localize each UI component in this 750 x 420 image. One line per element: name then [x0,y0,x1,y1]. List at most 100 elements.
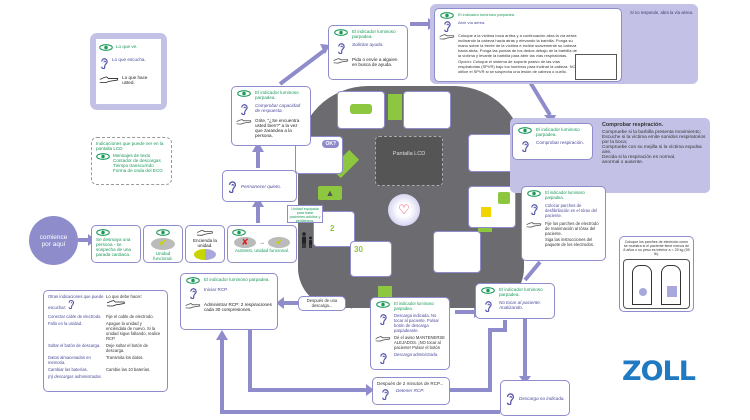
adult-child-icon [302,232,312,248]
ambulance-icon [350,104,372,114]
arrow-icon: → [259,239,265,246]
breathing-detail-line: Escuche si la víctima emite sonidos resp… [602,135,706,145]
legend: Lo que ve. Lo que escucha. Lo que hace u… [90,33,167,110]
legend-see: Lo que ve. [116,44,138,49]
eye-icon [334,29,348,36]
power-on-box: Encienda la unidad. [185,225,225,263]
lcd-indications-title: Indicaciones que puede ver en la pantall… [96,141,164,151]
after-shock-label: Después de una descarga... [298,296,346,311]
see-text: El indicador luminoso parpadea. [394,301,434,311]
prompt-do: Apague la unidad y enciéndala de nuevo. … [106,321,161,341]
prompt-hear: Fallo en la unidad. [48,321,83,326]
ear-icon [378,313,388,325]
do2-text: Siga las instrucciones del paquete de lo… [545,237,595,247]
lcd-item: Contador de descargas [113,158,161,163]
shock-button-heart-icon[interactable]: ♡ [388,194,420,226]
ear-icon [483,300,493,312]
hand-icon [439,33,455,41]
eye-icon [527,190,541,197]
attach-pads-box: El indicador luminoso parpadea. Colocar … [521,186,606,261]
see-text: El indicador luminoso parpadea. [536,127,580,137]
on-off-button[interactable]: ▲ [318,186,342,200]
panel-airway [403,91,451,129]
prompt-do: Deje soltar el botón de descarga. [106,343,148,353]
ear-icon [188,287,198,299]
prompt-hear: Conectar cable de electrodo. [48,314,102,319]
do-text: Dé el aviso MANTENERSE ALEJADOS. ¡NO toc… [394,335,445,350]
prompt-hear: Soltar el botón de descarga. [48,343,101,348]
legend-hear: Lo que escucha. [112,57,146,62]
check-icon: ✔ [151,238,175,250]
unit-ok-text: Unidad funcional. [153,251,173,261]
no-shock-box: Descarga no indicada. [500,380,570,416]
power-on-text: Encienda la unidad. [192,238,217,248]
selftest-text: Autotest, unidad funcional. [234,248,290,253]
hear-text: Abrir vía aérea. [458,20,486,25]
no-response-text: Si no responde, abra la vía aérea. [630,10,694,15]
lcd-screen: Pantalla LCD [375,136,443,186]
aed-device: Pantalla LCD ♡ ▲ OK? 2 30 [295,86,524,308]
call-help-box: El indicador luminoso parpadea. Solicita… [328,25,408,80]
see-text: El indicador luminoso parpadea. [499,287,543,297]
hand-icon [375,335,391,343]
other-prompts-hear-header: Otras indicaciones que puede escuchar: [48,294,104,310]
prompt-row: (n) descargas administradas. [48,374,163,379]
prompt-row: Datos almacenados en memoria.Transmita l… [48,355,163,365]
hand-icon [526,221,542,229]
open-airway-box: El indicador luminoso parpadea. Abrir ví… [434,8,622,82]
hand-icon [185,302,201,310]
ear-icon [529,203,539,215]
hear-text: Detener RCP. [396,388,425,393]
pediatric-note: Unidad equipada para tratar pacientes ad… [287,205,323,223]
check-response-box: El indicador luminoso parpadea. Comproba… [231,86,311,146]
do-text: Administrar RCP: 2 respiraciones cada 30… [204,302,272,312]
lcd-label: Pantalla LCD [392,151,426,157]
see-text: El indicador luminoso parpadea. [352,29,396,39]
head-tilt-illustration [575,54,617,80]
breathing-detail-line: Compruebe con su mejilla si la víctima e… [602,145,702,155]
other-prompts-do-header: Lo que debe hacer: [106,294,143,299]
ear-icon [442,20,452,32]
selftest-box: ✘ → ✔ Autotest, unidad funcional. [227,225,297,263]
prompt-do: Fije el cable de electrodo. [106,314,154,319]
eye-icon [376,301,390,308]
see-text: El indicador luminoso parpadea. [204,277,270,282]
lcd-indications: Indicaciones que puede ver en la pantall… [91,137,172,185]
see-text: El indicador luminoso parpadea. [255,90,299,100]
stay-still-box: Permanecer quieto. [222,170,297,202]
eye-icon [96,229,110,236]
cpr-box: El indicador luminoso parpadea. Iniciar … [180,273,278,330]
hand-icon [99,75,119,85]
hand-icon [333,57,349,65]
ear-icon [99,57,109,69]
eye-icon [237,90,251,97]
eye-icon [186,277,200,284]
prompt-hear: (n) descargas administradas. [48,374,102,379]
ear-icon [67,299,75,309]
eye-icon [96,153,110,160]
hand-icon [196,229,214,237]
eye-icon [518,127,532,134]
child-pads-illustration [623,259,690,309]
hear-text: Solicitar ayuda. [352,42,384,47]
hear-text: Colocar parches de desfibrilación en el … [545,203,597,218]
breathing-detail-line: anormal o ausente. [602,160,644,165]
lcd-item: Mensajes de texto [113,153,151,158]
eye-icon [481,287,495,294]
breathing-detail-line: Compruebe si la barbilla presenta movimi… [602,130,701,135]
compressions-count: 30 [354,245,363,254]
ok-bubble: OK? [322,140,339,148]
prompt-hear: Datos almacenados en memoria. [48,355,91,365]
child-pads-box: Coloque los parches de electrodo como se… [619,236,694,312]
see-text: El indicador luminoso parpadea. [545,190,585,200]
ear-icon [227,180,237,193]
eye-icon [232,229,246,236]
hear2-text: Descarga administrada. [394,352,439,357]
after-2min-title: Después de 2 minutos de RCP... [377,381,444,386]
prompt-row: Conectar cable de electrodo. Fije el cabl… [48,314,163,319]
hear-text: Comprobar respiración. [536,140,584,145]
do-text: Pida o envíe a alguien en busca de ayuda… [352,57,398,67]
start-circle: comience por aquí [29,216,78,265]
prompt-row: Cambiar las baterías.Cambie las 10 bater… [48,367,163,372]
power-button-icon[interactable] [194,249,216,260]
